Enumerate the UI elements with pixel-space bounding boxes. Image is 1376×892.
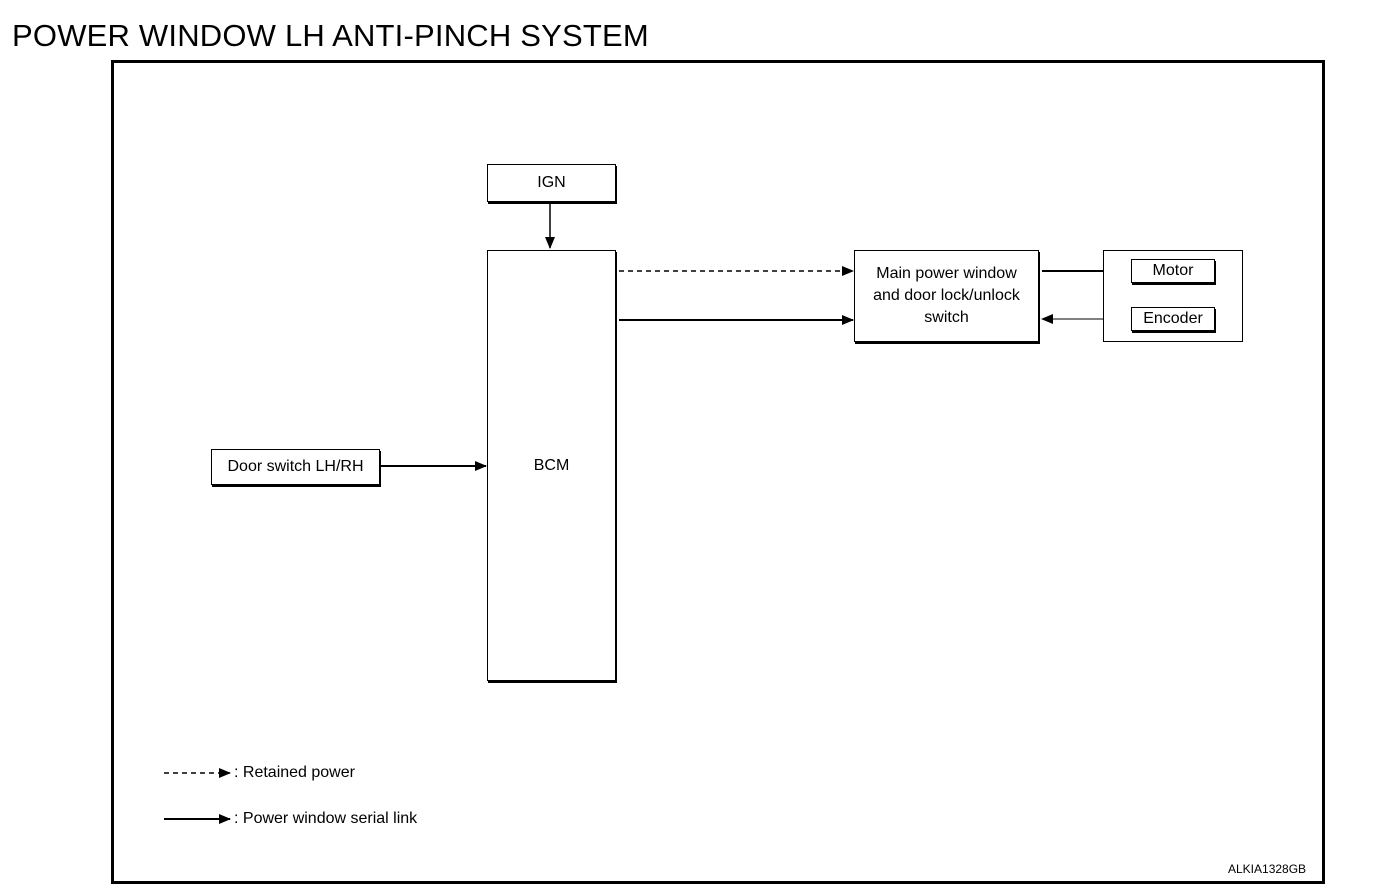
main-switch-block: Main power window and door lock/unlock s… [854, 250, 1039, 342]
diagram-frame [111, 60, 1325, 884]
figure-code: ALKIA1328GB [1228, 862, 1307, 876]
legend-serial-link-label: : Power window serial link [234, 810, 418, 827]
encoder-block: Encoder [1131, 307, 1215, 331]
motor-block: Motor [1131, 259, 1215, 283]
door-switch-block: Door switch LH/RH [211, 449, 380, 485]
ign-block: IGN [487, 164, 616, 202]
legend-retained-power-label: : Retained power [234, 764, 355, 781]
page-title: POWER WINDOW LH ANTI-PINCH SYSTEM [12, 18, 649, 53]
bcm-block: BCM [487, 250, 616, 681]
